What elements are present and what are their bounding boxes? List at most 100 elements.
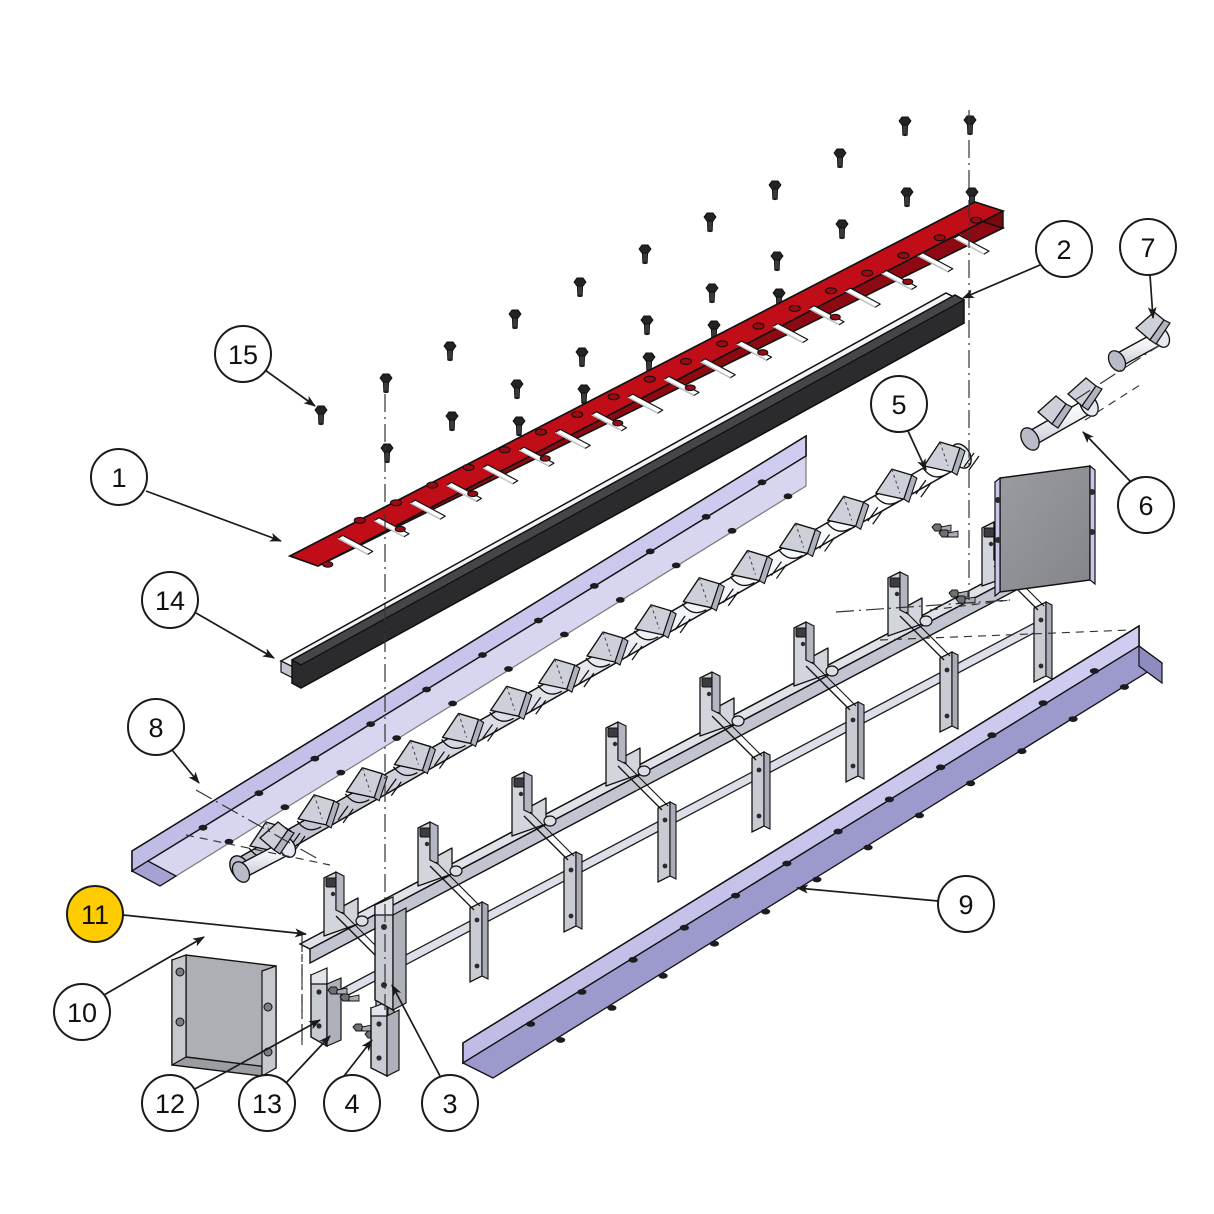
frame-leg bbox=[657, 800, 677, 884]
frame-leg bbox=[939, 650, 959, 734]
hex-bolt bbox=[963, 115, 977, 136]
panel-bolt-hole bbox=[987, 732, 997, 739]
frame-bracket bbox=[605, 721, 669, 811]
hex-bolt bbox=[314, 405, 328, 426]
cover-plate-hole bbox=[607, 393, 620, 401]
shaft-band bbox=[867, 506, 884, 525]
callout-label-11: 11 bbox=[81, 900, 109, 930]
hex-bolt bbox=[770, 251, 784, 272]
callout-8[interactable]: 8 bbox=[127, 698, 185, 756]
frame-leg bbox=[845, 700, 865, 784]
cover-plate-holes bbox=[322, 216, 983, 568]
hex-bolt bbox=[638, 244, 652, 265]
rotor-paddle bbox=[681, 577, 725, 614]
callout-leader-6 bbox=[1082, 431, 1131, 482]
centerline bbox=[1074, 344, 1161, 401]
callout-label-2: 2 bbox=[1056, 235, 1071, 265]
shaft-band bbox=[578, 669, 595, 688]
shaft-band bbox=[819, 534, 836, 552]
callout-2[interactable]: 2 bbox=[1035, 220, 1093, 278]
cover-plate-hole bbox=[933, 234, 946, 242]
cover-plate-hole bbox=[539, 455, 551, 462]
shaft-band bbox=[385, 778, 402, 797]
callout-6[interactable]: 6 bbox=[1117, 476, 1175, 534]
panel-bolt-hole bbox=[534, 617, 543, 624]
rotor-paddle bbox=[633, 604, 677, 641]
part-end-bracket bbox=[374, 896, 407, 1012]
panel-bolt-hole bbox=[701, 513, 711, 520]
cover-plate-hole bbox=[394, 525, 406, 533]
hidden-edge-line bbox=[1084, 384, 1141, 421]
panel-bolt-hole bbox=[310, 755, 320, 762]
hex-bolt-small bbox=[938, 529, 959, 538]
hex-bolt bbox=[573, 277, 587, 298]
shaft-band bbox=[722, 588, 739, 607]
callout-label-4: 4 bbox=[344, 1089, 359, 1119]
panel-bolt-hole bbox=[1119, 684, 1129, 690]
callout-5[interactable]: 5 bbox=[870, 375, 928, 433]
panel-bolt-hole bbox=[1017, 748, 1027, 755]
panel-bolt-hole bbox=[645, 548, 655, 555]
part-screen-plate bbox=[171, 954, 277, 1078]
callout-leader-13 bbox=[285, 1035, 331, 1084]
hex-bolt bbox=[380, 443, 394, 464]
panel-bolt-hole bbox=[607, 1005, 617, 1011]
callout-12[interactable]: 12 bbox=[141, 1074, 199, 1132]
part-front-side-panel bbox=[461, 624, 1164, 1079]
cover-plate-slots bbox=[337, 234, 990, 555]
cover-plate-hole bbox=[757, 349, 769, 356]
panel-bolt-hole bbox=[1089, 668, 1099, 674]
hex-bolt bbox=[703, 212, 717, 233]
rotor-paddle bbox=[729, 549, 774, 587]
callout-13[interactable]: 13 bbox=[238, 1074, 296, 1132]
hex-bolt-small bbox=[955, 595, 976, 604]
callout-leader-11 bbox=[122, 914, 307, 938]
callout-10[interactable]: 10 bbox=[53, 983, 111, 1041]
panel-bolt-hole bbox=[761, 908, 771, 915]
callout-4[interactable]: 4 bbox=[323, 1074, 381, 1132]
rotor-paddle bbox=[585, 631, 629, 668]
panel-bolt-hole bbox=[1038, 700, 1048, 706]
panel-bolt-hole bbox=[833, 828, 843, 835]
callout-label-13: 13 bbox=[252, 1089, 282, 1119]
panel-bolt-hole bbox=[254, 790, 264, 797]
cover-plate-hole bbox=[389, 499, 403, 507]
panel-bolt-hole bbox=[336, 769, 346, 776]
cover-plate-hole bbox=[462, 463, 475, 471]
frame-bracket bbox=[699, 671, 763, 761]
panel-bolt-hole bbox=[589, 583, 599, 589]
frame-bracket bbox=[417, 821, 481, 911]
cover-plate-slot bbox=[337, 534, 374, 555]
cover-plate-slot bbox=[627, 393, 664, 414]
hex-bolt bbox=[512, 416, 526, 437]
callout-leader-12 bbox=[192, 1019, 321, 1091]
rotor-paddle bbox=[778, 522, 822, 559]
callout-7[interactable]: 7 bbox=[1119, 218, 1177, 276]
part-small-bracket bbox=[370, 1001, 400, 1078]
callout-14[interactable]: 14 bbox=[141, 571, 199, 629]
callout-label-3: 3 bbox=[442, 1089, 457, 1119]
cover-plate-hole bbox=[897, 251, 910, 260]
panel-bolt-hole bbox=[556, 1037, 566, 1043]
panel-bolt-hole bbox=[679, 924, 690, 931]
panel-bolt-hole bbox=[966, 780, 976, 787]
panel-bolt-hole bbox=[658, 972, 668, 979]
shaft-band bbox=[626, 642, 643, 661]
callout-15[interactable]: 15 bbox=[214, 325, 272, 383]
rotor-paddle bbox=[922, 441, 966, 478]
callout-label-12: 12 bbox=[155, 1089, 185, 1119]
panel-bolt-hole bbox=[914, 812, 925, 819]
hex-bolt-small bbox=[339, 993, 360, 1002]
callout-leader-14 bbox=[195, 612, 275, 659]
panel-bolt-hole bbox=[615, 597, 625, 603]
shaft-band bbox=[337, 805, 354, 824]
callout-1[interactable]: 1 bbox=[90, 448, 148, 506]
assembly-centerlines bbox=[185, 110, 1161, 1045]
hex-bolt-small bbox=[931, 523, 952, 532]
callout-9[interactable]: 9 bbox=[937, 875, 995, 933]
callout-3[interactable]: 3 bbox=[421, 1074, 479, 1132]
callout-11[interactable]: 11 bbox=[66, 885, 124, 943]
